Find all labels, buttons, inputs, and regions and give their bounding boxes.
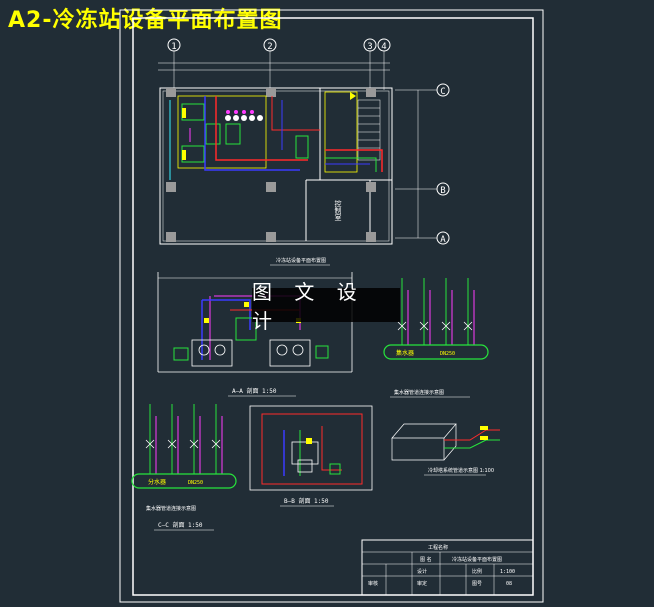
isometric-view: 冷却塔系统管道示意图 1:100 — [391, 423, 500, 476]
axis-row-b: B — [440, 186, 445, 196]
axis-row-a: A — [440, 235, 446, 245]
page-title: A2-冷冻站设备平面布置图 — [8, 8, 283, 33]
distributor-spec: DN250 — [188, 480, 203, 486]
tb-dwg-no: 08 — [506, 581, 512, 587]
axis-row-c: C — [440, 87, 445, 97]
section-aa-caption: A—A 剖面 1:50 — [232, 387, 277, 395]
collector-spec: DN250 — [440, 351, 455, 357]
tb-dwg-no-label: 图号 — [472, 581, 482, 587]
riser-caption: 集水器管道连接示意图 — [394, 389, 444, 396]
axis-rows: C B A — [395, 83, 450, 245]
tb-approve: 审定 — [417, 580, 427, 587]
distributor-label: 分水器 — [148, 478, 166, 486]
section-bb-caption: B—B 剖面 1:50 — [284, 497, 329, 505]
tb-drawing-label: 图 名 — [420, 556, 432, 563]
watermark: 图 文 设 计 — [252, 280, 400, 333]
tb-drawing-name: 冷冻站设备平面布置图 — [452, 556, 502, 563]
tb-company: 工程名称 — [428, 544, 448, 551]
axis-columns: 1 2 3 4 — [158, 38, 391, 90]
axis-col-1: 1 — [171, 42, 176, 52]
axis-col-3: 3 — [367, 42, 372, 52]
plan-view: 控制室 冷冻站设备平面布置图 — [159, 87, 393, 266]
title-block: 工程名称 图 名 冷冻站设备平面布置图 设计 比例 1:100 审核 审定 图号… — [361, 539, 534, 596]
inner-frame — [132, 17, 534, 596]
outer-frame — [119, 9, 544, 603]
section-cc: 分水器 DN250 集水器管道连接示意图 C—C 剖面 1:50 — [131, 404, 237, 531]
section-cc-caption: C—C 剖面 1:50 — [158, 521, 203, 529]
plan-caption: 冷冻站设备平面布置图 — [276, 257, 326, 264]
room-label: 控制室 — [334, 199, 342, 221]
iso-caption: 冷却塔系统管道示意图 1:100 — [428, 467, 494, 474]
axis-col-4: 4 — [381, 42, 386, 52]
section-bb: B—B 剖面 1:50 — [249, 405, 373, 507]
collector-riser: 集水器 DN250 集水器管道连接示意图 — [383, 278, 489, 398]
axis-col-2: 2 — [267, 42, 272, 52]
tb-scale-value: 1:100 — [500, 569, 515, 575]
tb-design: 设计 — [417, 568, 427, 575]
tb-check: 审核 — [368, 580, 378, 587]
distributor-caption: 集水器管道连接示意图 — [146, 505, 196, 512]
tb-scale-label: 比例 — [472, 568, 482, 575]
collector-label: 集水器 — [396, 349, 414, 357]
